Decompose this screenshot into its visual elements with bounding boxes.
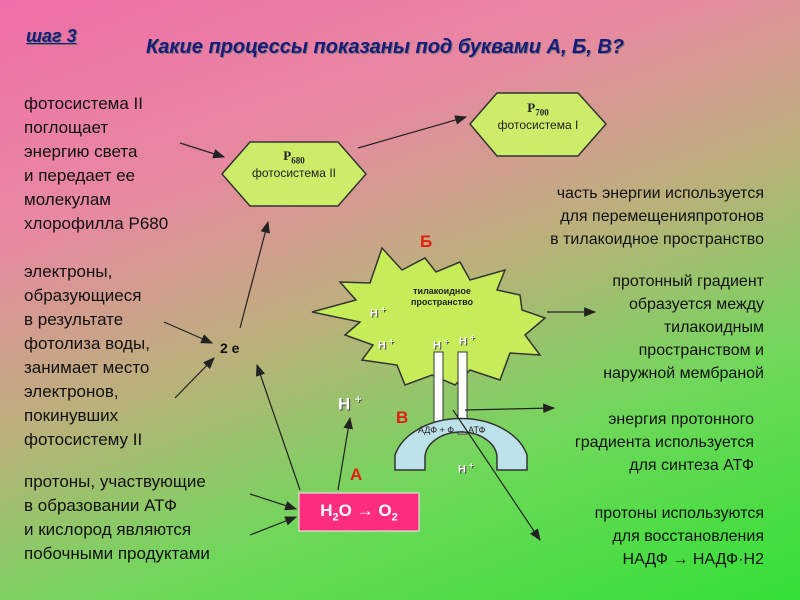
h-plus-large: Н + xyxy=(338,394,362,414)
arrow-channel-to-nadp xyxy=(452,409,541,541)
arrow-electrons-to-2e-1 xyxy=(163,321,214,344)
p700-node: Р700 фотосистема I xyxy=(480,100,596,132)
channel-right xyxy=(457,351,468,435)
arrow-2e-to-p680 xyxy=(239,220,270,329)
thylakoid-label-2: пространство xyxy=(411,297,473,307)
letter-v: В xyxy=(396,408,409,427)
p700-sub: 700 xyxy=(535,107,549,118)
arrow-water-to-h xyxy=(337,416,353,491)
p700-name: фотосистема I xyxy=(497,117,579,132)
arrow-ps2-text-to-p680 xyxy=(179,142,226,159)
p680-node: Р680 фотосистема II xyxy=(250,148,338,180)
p700-hexagon xyxy=(469,92,608,157)
atp-synthesis-label: АДФ + Ф → АТФ xyxy=(418,425,486,435)
letter-a: А xyxy=(350,465,363,484)
water-box xyxy=(298,492,420,532)
p700-label: Р xyxy=(527,100,536,115)
thylakoid-label-1: тилакоидное xyxy=(413,286,471,296)
arrow-p680-to-p700 xyxy=(357,115,468,149)
arrow-protons-text-2 xyxy=(249,516,298,536)
question-title: Какие процессы показаны под буквами А, Б… xyxy=(146,36,624,58)
h-plus-3: Н + xyxy=(433,337,449,352)
p680-name: фотосистема II xyxy=(252,165,336,180)
letter-b: Б xyxy=(420,232,433,251)
p680-hexagon xyxy=(221,141,367,207)
p680-label: Р xyxy=(283,148,292,163)
step-label: шаг 3 xyxy=(26,26,77,46)
h-plus-4: Н + xyxy=(459,333,475,348)
two-electrons-label: 2 е xyxy=(220,340,240,356)
atp-arc xyxy=(394,417,528,471)
arrow-electrons-to-2e-2 xyxy=(174,357,215,399)
arrow-water-to-2e xyxy=(255,363,301,491)
p680-sub: 680 xyxy=(291,155,305,166)
water-reaction: H2O → O2 xyxy=(320,501,398,524)
arrow-channel-to-gradient-energy xyxy=(464,403,556,414)
thylakoid-label: тилакоидное пространство xyxy=(400,286,484,308)
h-plus-1: Н + xyxy=(370,305,386,320)
thylakoid-star xyxy=(311,246,547,386)
h-plus-2: Н + xyxy=(378,337,394,352)
arrow-protons-text-1 xyxy=(249,493,298,511)
h-plus-5: Н + xyxy=(458,461,474,476)
